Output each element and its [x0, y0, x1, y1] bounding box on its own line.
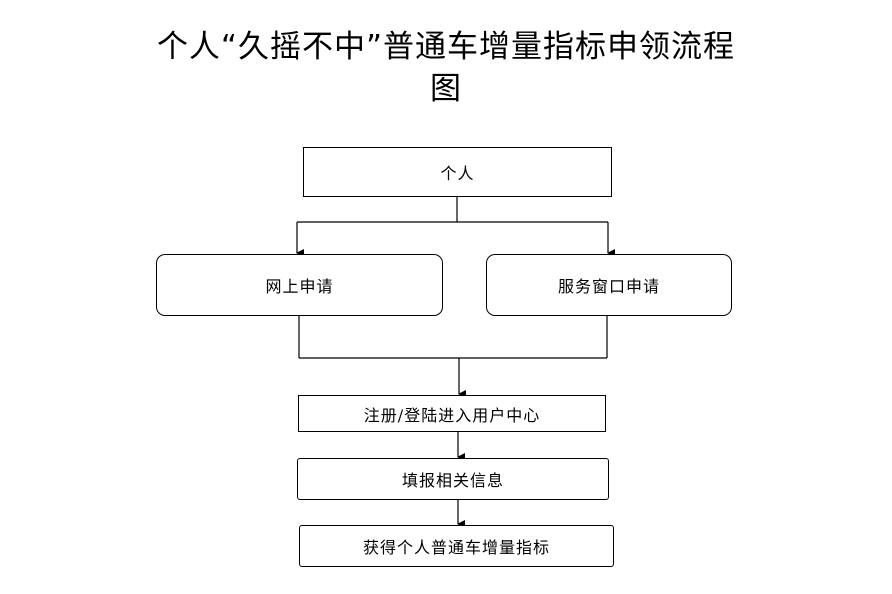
- diagram-title: 个人“久摇不中”普通车增量指标申领流程: [156, 29, 736, 65]
- register-login-label: 注册/登陆进入用户中心: [363, 405, 541, 425]
- service-counter-application-node: 服务窗口申请: [486, 254, 732, 316]
- fill-information-node: 填报相关信息: [297, 458, 609, 500]
- obtain-quota-node: 获得个人普通车增量指标: [299, 525, 614, 567]
- diagram-title-continuation: 图: [430, 71, 462, 107]
- online-application-label: 网上申请: [265, 277, 334, 296]
- fill-information-label: 填报相关信息: [401, 471, 504, 490]
- service-counter-application-label: 服务窗口申请: [557, 277, 660, 296]
- register-login-node: 注册/登陆进入用户中心: [298, 395, 606, 432]
- start-node-label: 个人: [440, 164, 475, 183]
- start-node-individual: 个人: [303, 147, 612, 197]
- online-application-node: 网上申请: [156, 254, 443, 316]
- obtain-quota-label: 获得个人普通车增量指标: [362, 538, 550, 557]
